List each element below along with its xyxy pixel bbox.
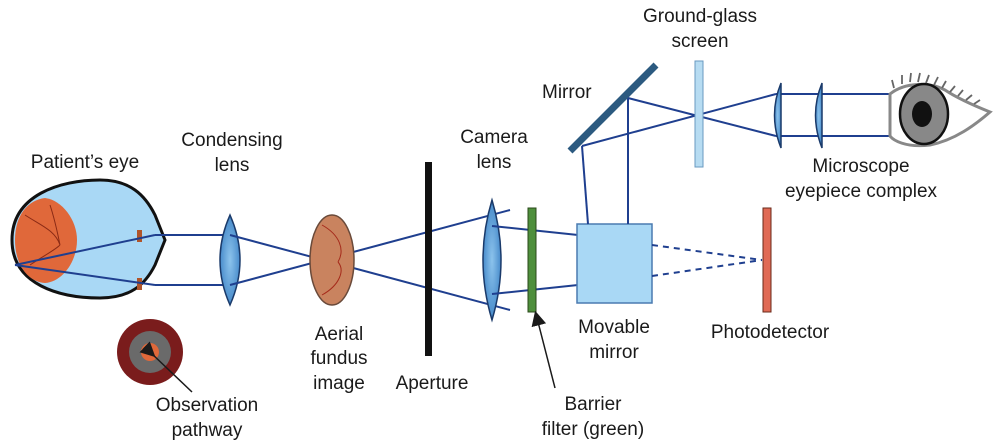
ray <box>229 209 511 286</box>
camera-lens <box>482 197 502 323</box>
ray <box>14 264 156 286</box>
label-photodetector: Photodetector <box>711 322 830 343</box>
label-aerial-2: fundus <box>310 348 367 369</box>
label-camera-lens-1: Camera <box>460 127 528 148</box>
aperture <box>425 162 432 356</box>
iris-bottom <box>137 278 142 290</box>
label-ground-glass-1: Ground-glass <box>643 6 757 27</box>
label-observation-1: Observation <box>156 395 258 416</box>
label-condensing-lens-2: lens <box>215 155 250 176</box>
observation-pathway-disc <box>117 319 193 393</box>
label-observation-2: pathway <box>172 420 243 441</box>
label-movable-mirror-2: mirror <box>589 342 639 363</box>
label-barrier-2: filter (green) <box>542 419 644 440</box>
label-aerial-1: Aerial <box>315 324 364 345</box>
mirror <box>567 62 659 154</box>
label-microscope-1: Microscope <box>812 156 909 177</box>
iris-top <box>137 230 142 242</box>
dashed-ray <box>651 244 763 261</box>
label-mirror: Mirror <box>542 82 592 103</box>
eyepiece-lens-2 <box>814 82 823 149</box>
observer-eye <box>888 72 993 148</box>
ray <box>229 234 511 311</box>
label-patients-eye: Patient’s eye <box>31 152 139 173</box>
eyepiece-lens-1 <box>773 82 782 149</box>
label-condensing-lens-1: Condensing <box>181 130 282 151</box>
aerial-fundus-image <box>309 214 355 306</box>
barrier-arrow <box>531 310 556 389</box>
ray <box>581 145 589 225</box>
label-ground-glass-2: screen <box>671 31 728 52</box>
photodetector <box>762 207 772 313</box>
label-aperture: Aperture <box>396 373 469 394</box>
label-camera-lens-2: lens <box>477 152 512 173</box>
ray <box>14 234 156 266</box>
label-movable-mirror-1: Movable <box>578 317 650 338</box>
label-aerial-3: image <box>313 373 365 394</box>
condensing-lens <box>219 213 241 307</box>
eyelashes <box>891 72 981 105</box>
ground-glass-screen <box>694 60 704 168</box>
observation-arrow <box>139 341 193 393</box>
ray <box>581 93 777 147</box>
barrier-filter <box>527 207 537 313</box>
label-barrier-1: Barrier <box>564 394 622 415</box>
movable-mirror <box>576 223 653 304</box>
patients-eye <box>10 178 167 300</box>
label-microscope-2: eyepiece complex <box>785 181 938 202</box>
dashed-ray <box>651 259 763 277</box>
